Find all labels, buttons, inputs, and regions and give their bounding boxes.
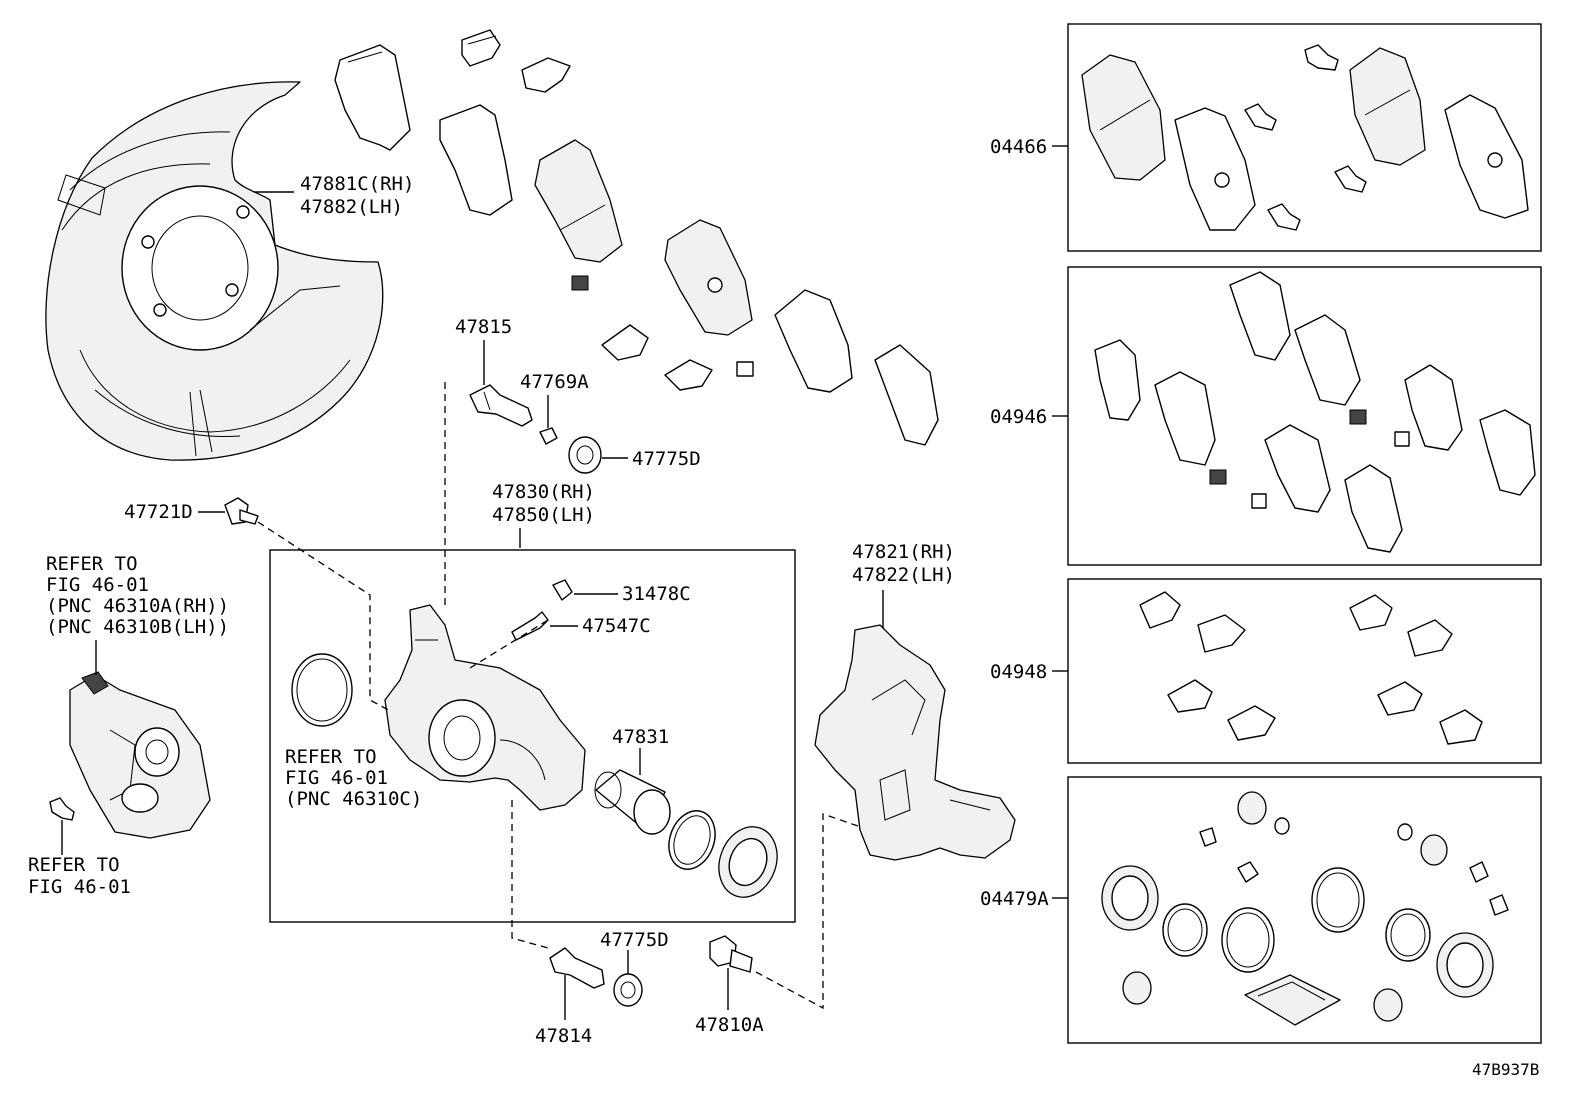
bolt-47721D-drawing — [224, 497, 259, 525]
label-04479A: 04479A — [980, 888, 1049, 910]
assembly-line-bolt — [257, 521, 393, 713]
parking-brake-motor-drawing — [69, 671, 211, 839]
caliper-assembly-box — [269, 549, 796, 923]
cap-31478C-drawing — [552, 579, 573, 601]
refer-ring-line3: (PNC 46310C) — [285, 788, 422, 810]
kit-04479A-seals — [1101, 791, 1509, 1026]
label-47721D: 47721D — [124, 501, 193, 523]
slide-pin-47814-drawing — [549, 947, 605, 989]
label-47814: 47814 — [535, 1025, 592, 1047]
label-47831: 47831 — [612, 726, 669, 748]
label-47775D-top: 47775D — [632, 448, 701, 470]
pad-shim-3 — [774, 289, 853, 393]
label-47821-RH: 47821(RH) — [852, 541, 955, 563]
caliper-seal-ring-drawing — [291, 653, 353, 727]
label-47815: 47815 — [455, 316, 512, 338]
label-47850-LH: 47850(LH) — [492, 504, 595, 526]
brake-pad-1 — [534, 139, 623, 291]
piston-seal-drawing — [668, 810, 716, 870]
pad-clip-1 — [461, 29, 501, 67]
pad-shim-1 — [334, 44, 411, 151]
piston-boot-drawing — [718, 826, 778, 898]
label-47881C-RH: 47881C(RH) — [300, 173, 414, 195]
label-47882-LH: 47882(LH) — [300, 196, 403, 218]
kit-04946-shims — [1094, 271, 1536, 553]
assembly-line-mount-bolt — [755, 813, 859, 1010]
label-47830-RH: 47830(RH) — [492, 481, 595, 503]
bleeder-47547C-drawing — [511, 611, 549, 641]
pad-wear-indicator — [736, 361, 754, 377]
piston-47831-drawing — [594, 769, 671, 835]
refer-ring-line1: REFER TO — [285, 746, 377, 768]
refer-motor-line2: FIG 46-01 — [46, 574, 149, 596]
kit-box-04466 — [1067, 23, 1542, 252]
pad-shim-2 — [439, 104, 513, 216]
assembly-line-bleeder — [469, 619, 549, 669]
pad-shim-4 — [874, 344, 939, 446]
pad-clip-4 — [664, 359, 713, 391]
label-47769A: 47769A — [520, 371, 589, 393]
refer-motor-line1: REFER TO — [46, 553, 138, 575]
label-47775D-bottom: 47775D — [600, 929, 669, 951]
brake-pad-2 — [664, 219, 753, 336]
boot-47775D-bottom-drawing — [613, 973, 643, 1007]
kit-04948-clips — [1139, 591, 1483, 745]
bushing-47769A-drawing — [539, 427, 558, 445]
label-47547C: 47547C — [582, 615, 651, 637]
kit-04466-pads — [1081, 44, 1529, 231]
label-04948: 04948 — [990, 661, 1047, 683]
dust-shield-drawing — [45, 81, 384, 461]
bolt-47810A-drawing — [709, 935, 753, 973]
label-31478C: 31478C — [622, 583, 691, 605]
slide-pin-47815-drawing — [469, 384, 533, 427]
refer-bolt-line1: REFER TO — [28, 854, 120, 876]
assembly-line-pin-bottom — [511, 800, 549, 949]
label-47822-LH: 47822(LH) — [852, 564, 955, 586]
pad-clip-3 — [601, 324, 649, 361]
kit-box-04479A — [1067, 776, 1542, 1044]
pad-clip-2 — [521, 57, 571, 93]
caliper-mount-bracket-drawing — [814, 624, 1016, 861]
kit-box-04946 — [1067, 266, 1542, 566]
caliper-body-drawing — [384, 604, 586, 811]
diagram-code: 47B937B — [1472, 1060, 1539, 1079]
refer-motor-line4: (PNC 46310B(LH)) — [46, 616, 229, 638]
boot-47775D-top-drawing — [568, 436, 602, 474]
label-04466: 04466 — [990, 136, 1047, 158]
refer-ring-line2: FIG 46-01 — [285, 767, 388, 789]
label-47810A: 47810A — [695, 1014, 764, 1036]
refer-motor-line3: (PNC 46310A(RH)) — [46, 595, 229, 617]
refer-bolt-line2: FIG 46-01 — [28, 876, 131, 898]
motor-bolt-drawing — [49, 797, 75, 821]
label-04946: 04946 — [990, 406, 1047, 428]
